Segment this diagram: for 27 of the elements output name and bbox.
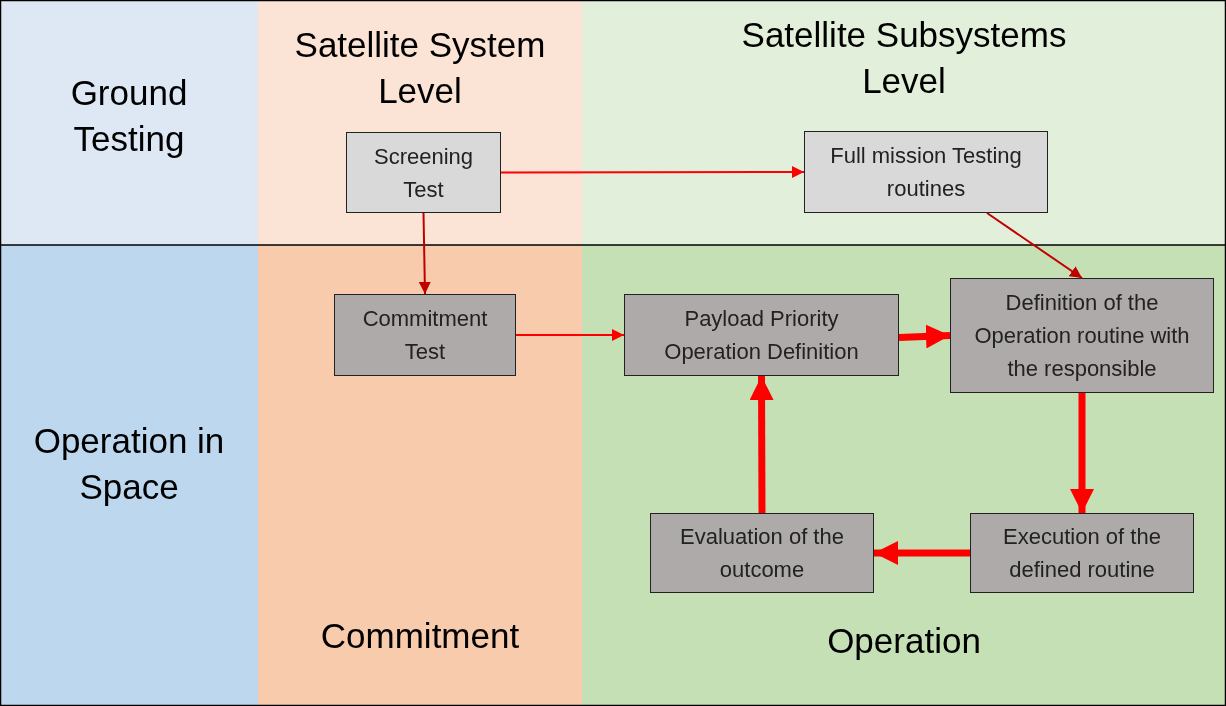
swimlane-band — [258, 245, 582, 706]
lane-heading: Commitment — [319, 615, 521, 657]
lane-heading: Satellite Subsystems Level — [740, 14, 1068, 102]
arrow — [874, 541, 970, 565]
arrow — [500, 166, 805, 178]
arrow — [898, 324, 951, 349]
arrow — [515, 329, 625, 341]
swimlane-band — [0, 0, 258, 245]
process-box: Commitment Test — [334, 294, 516, 376]
lane-heading: Satellite System Level — [293, 24, 547, 112]
lane-heading: Ground Testing — [69, 72, 189, 160]
swimlane-band — [582, 0, 1226, 245]
arrow — [986, 212, 1083, 279]
arrow — [418, 212, 431, 295]
swimlane-band — [258, 0, 582, 245]
process-box: Definition of the Operation routine with the responsible — [950, 278, 1214, 393]
swimlane-band — [582, 245, 1226, 706]
process-box: Full mission Testing routines — [804, 131, 1048, 213]
swimlane-band — [0, 245, 258, 706]
lane-heading: Operation — [826, 620, 982, 662]
process-box: Execution of the defined routine — [970, 513, 1194, 593]
arrow — [1070, 393, 1094, 513]
process-box: Payload Priority Operation Definition — [624, 294, 899, 376]
process-box: Evaluation of the outcome — [650, 513, 874, 593]
lane-heading: Operation in Space — [32, 420, 226, 508]
arrow — [749, 376, 774, 513]
process-box: Screening Test — [346, 132, 501, 213]
